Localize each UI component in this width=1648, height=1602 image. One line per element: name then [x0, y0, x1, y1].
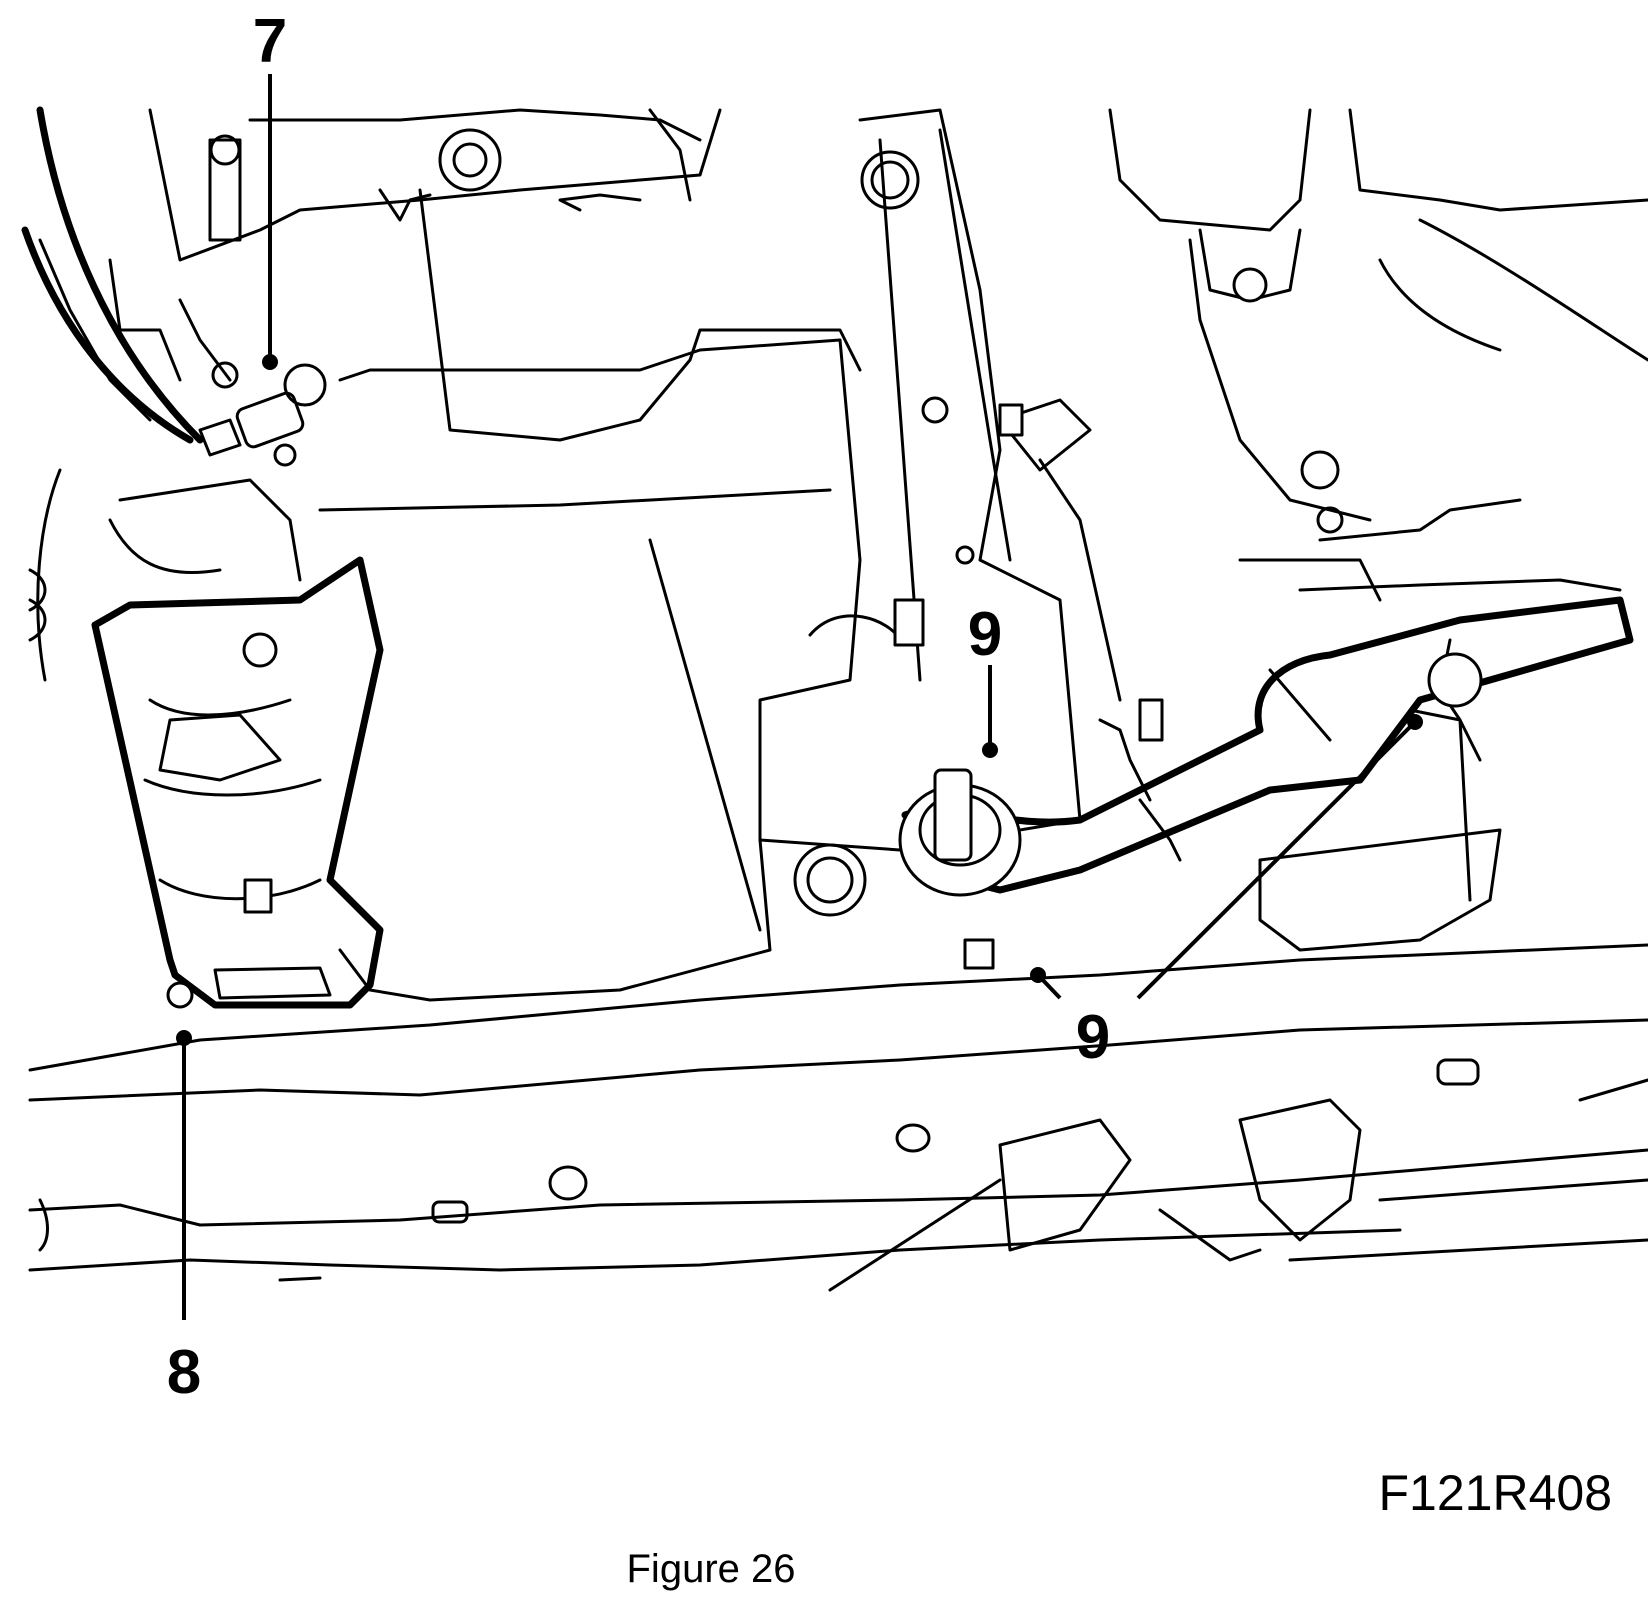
callout-8: 8	[167, 1338, 201, 1407]
subframe-crossmember	[28, 943, 1648, 1292]
callout-9-upper: 9	[968, 600, 1002, 669]
leader-9-lower-a-dot	[1030, 967, 1046, 983]
exhaust-converter	[91, 478, 384, 1009]
oil-pan	[318, 338, 902, 1002]
callout-leaders	[176, 74, 1423, 1320]
figure-caption: Figure 26	[627, 1547, 796, 1591]
engine-block-linework	[38, 108, 862, 442]
leader-7-dot	[262, 354, 278, 370]
callout-9-lower: 9	[1076, 1003, 1110, 1072]
callout-7: 7	[253, 7, 287, 76]
figure-code: F121R408	[1379, 1465, 1613, 1521]
hoses-left	[21, 106, 204, 682]
leader-9-upper-dot	[982, 742, 998, 758]
engine-mount-bracket	[808, 108, 1164, 842]
control-arm	[898, 596, 1634, 970]
engine-right-side	[1108, 108, 1648, 602]
leader-9-lower-b-dot	[1407, 714, 1423, 730]
leader-9-lower-b	[1136, 720, 1417, 1000]
leader-8-dot	[176, 1030, 192, 1046]
sensor-connector	[198, 361, 327, 467]
